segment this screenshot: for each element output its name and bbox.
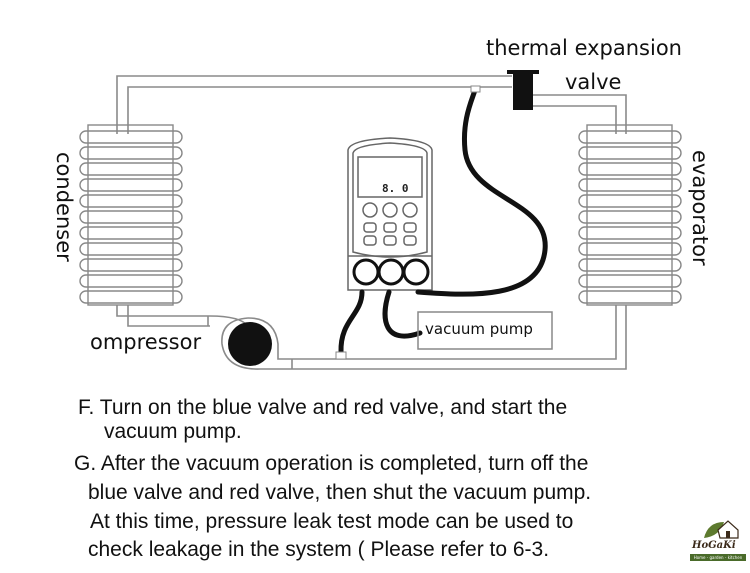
instruction-line: blue valve and red valve, then shut the … (88, 481, 592, 504)
refrigeration-diagram: 8. 0 (79, 70, 682, 370)
coil-tube (79, 178, 183, 192)
evaporator-label: evaporator (688, 150, 712, 266)
brand-tagline: Home - garden - kitchen (690, 554, 746, 561)
hose-high-side (415, 87, 548, 297)
coil-tube (79, 242, 183, 256)
center-valve-knob (377, 258, 405, 286)
coil-tube (578, 194, 682, 208)
condenser-label: condenser (52, 152, 76, 262)
brand-logo: HoGaKi Home - garden - kitchen (690, 518, 746, 566)
coil-tube (79, 130, 183, 144)
condenser-coil (79, 124, 183, 306)
instruction-line: check leakage in the system ( Please ref… (88, 538, 550, 561)
coil-tube (79, 226, 183, 240)
red-valve-knob (402, 258, 430, 286)
coil-tube (79, 194, 183, 208)
hose-low-side (338, 289, 365, 355)
thermal-expansion-valve-icon (507, 70, 539, 110)
coil-tube (79, 146, 183, 160)
vacuum-pump-label: vacuum pump (425, 320, 533, 338)
manifold-gauge-icon (347, 137, 433, 291)
coil-tube (79, 162, 183, 176)
brand-name: HoGaKi (692, 540, 736, 551)
coil-tube (578, 178, 682, 192)
thermal-expansion-label: thermal expansion (486, 36, 682, 60)
evaporator-coil (578, 124, 682, 306)
instruction-line: vacuum pump. (104, 420, 242, 443)
coil-tube (578, 210, 682, 224)
coil-tube (578, 242, 682, 256)
gauge-display-reading: 8. 0 (382, 182, 409, 195)
instruction-line: G. After the vacuum operation is complet… (74, 452, 589, 475)
coil-tube (578, 258, 682, 272)
coil-tube (79, 258, 183, 272)
tev-to-evaporator-pipe (533, 94, 627, 134)
coil-tube (578, 130, 682, 144)
compressor-loop-pipe (247, 317, 290, 360)
compressor-icon (228, 322, 272, 366)
thermal-expansion-label-line2: valve (565, 70, 622, 94)
coil-tube (79, 290, 183, 304)
house-leaf-icon (704, 520, 739, 539)
vacuum-pump-box (417, 311, 553, 350)
coil-tube (79, 210, 183, 224)
coil-tube (578, 290, 682, 304)
bottom-right-pipe (290, 305, 617, 360)
coil-tube (578, 226, 682, 240)
coil-tube (578, 274, 682, 288)
blue-valve-knob (352, 258, 380, 286)
coil-tube (578, 162, 682, 176)
top-pipe (116, 75, 512, 134)
coil-tube (578, 146, 682, 160)
compressor-label: ompressor (90, 330, 202, 354)
hose-vacuum (382, 289, 423, 339)
coil-tube (79, 274, 183, 288)
gauge-knobs (352, 258, 430, 286)
instruction-line: At this time, pressure leak test mode ca… (90, 510, 574, 533)
instruction-line: F. Turn on the blue valve and red valve,… (78, 396, 568, 419)
condenser-to-compressor-pipe (116, 305, 249, 327)
